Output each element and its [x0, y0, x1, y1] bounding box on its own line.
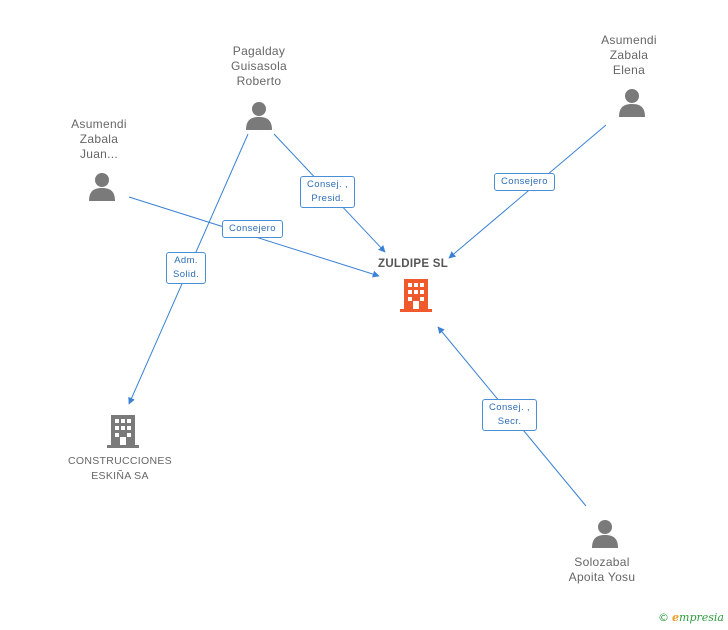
- construcciones-line1: CONSTRUCCIONES: [68, 455, 172, 467]
- solozabal-label[interactable]: Solozabal Apoita Yosu: [552, 555, 652, 585]
- edge-label-solozabal-main[interactable]: Consej. , Secr.: [482, 399, 538, 431]
- brand-name: mpresia: [679, 611, 724, 624]
- empresia-watermark: ©empresia: [658, 611, 724, 624]
- asumendi-juan-line1: Asumendi: [71, 117, 127, 131]
- asumendi-juan-label[interactable]: Asumendi Zabala Juan...: [50, 117, 148, 162]
- construcciones-label[interactable]: CONSTRUCCIONES ESKIÑA SA: [60, 454, 180, 484]
- building-icon[interactable]: [107, 413, 139, 449]
- edge-label-juan-main[interactable]: Consejero: [222, 220, 283, 238]
- building-icon[interactable]: [400, 277, 432, 313]
- solozabal-line2: Apoita Yosu: [568, 570, 636, 584]
- brand-e: e: [672, 611, 680, 624]
- edge-label-pagalday-construcciones[interactable]: Adm. Solid.: [166, 252, 207, 284]
- pagalday-line2: Guisasola: [230, 59, 288, 73]
- pagalday-line1: Pagalday: [232, 44, 286, 58]
- solozabal-line1: Solozabal: [574, 555, 630, 569]
- edge-label-elena-main[interactable]: Consejero: [494, 173, 555, 191]
- pagalday-label[interactable]: Pagalday Guisasola Roberto: [210, 44, 308, 89]
- edge-elena-main: [448, 124, 607, 259]
- asumendi-elena-line1: Asumendi: [601, 33, 657, 47]
- person-icon[interactable]: [591, 519, 619, 549]
- asumendi-elena-line2: Zabala: [609, 48, 649, 62]
- person-icon[interactable]: [88, 172, 116, 202]
- asumendi-elena-label[interactable]: Asumendi Zabala Elena: [580, 33, 678, 78]
- main-company-label[interactable]: ZULDIPE SL: [378, 258, 449, 270]
- asumendi-juan-line2: Zabala: [79, 132, 119, 146]
- copyright-symbol: ©: [658, 611, 670, 624]
- asumendi-juan-line3: Juan...: [79, 147, 119, 161]
- edge-label-pagalday-main[interactable]: Consej. , Presid.: [300, 176, 356, 208]
- construcciones-line2: ESKIÑA SA: [91, 470, 149, 482]
- asumendi-elena-line3: Elena: [612, 63, 646, 77]
- person-icon[interactable]: [618, 88, 646, 118]
- pagalday-line3: Roberto: [236, 74, 282, 88]
- person-icon[interactable]: [245, 101, 273, 131]
